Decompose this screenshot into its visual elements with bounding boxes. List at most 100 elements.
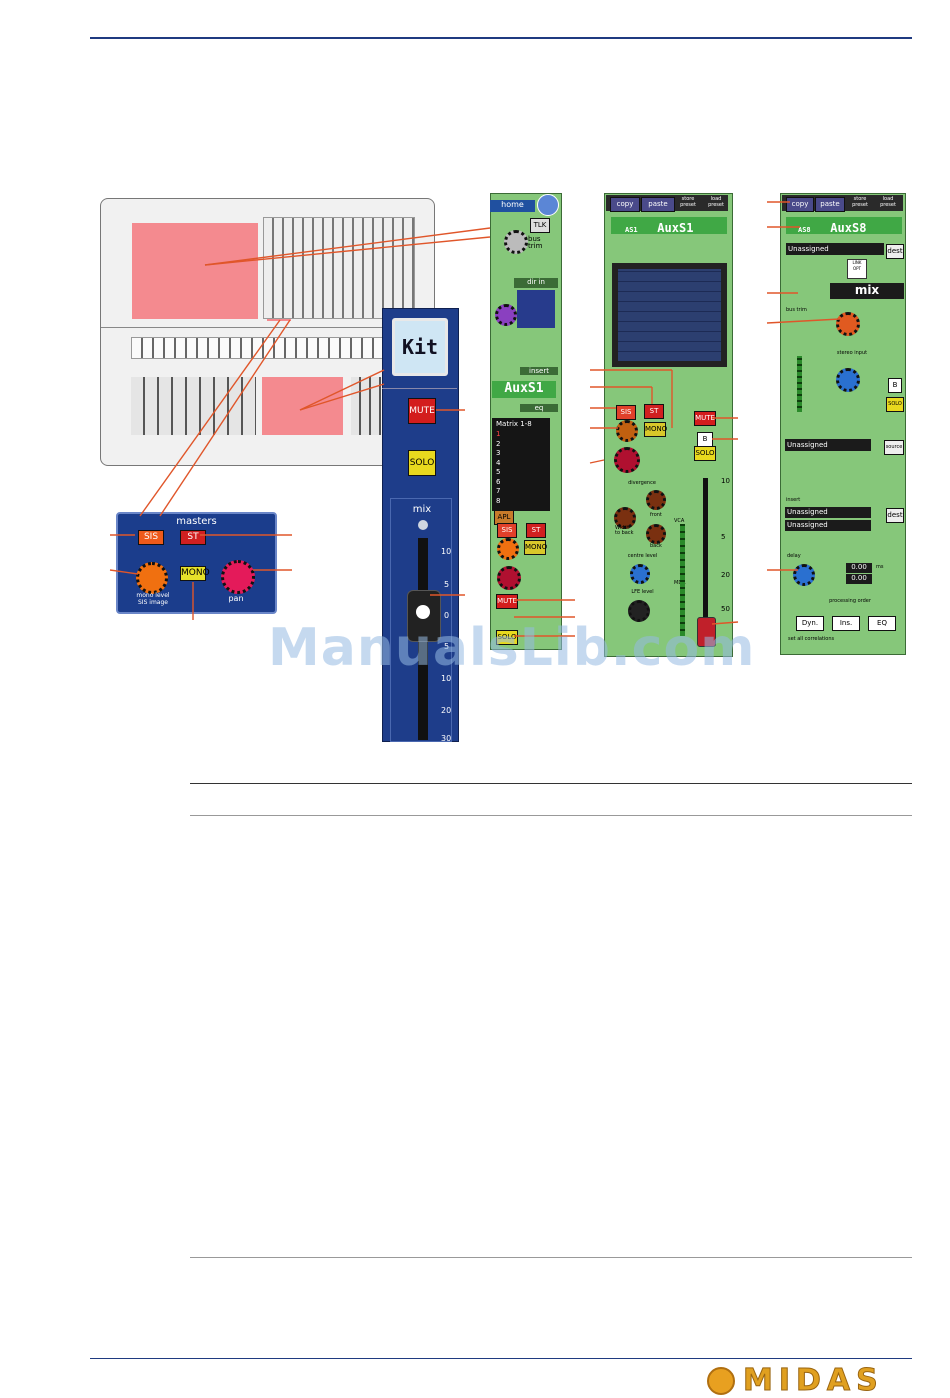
fader-grip-icon <box>416 605 430 619</box>
matrix-row[interactable]: 2 <box>496 439 501 448</box>
mdr-label: MDR <box>674 580 686 586</box>
scale-label: 20 <box>441 706 452 715</box>
copy-button[interactable]: copy <box>610 197 640 212</box>
solo-button[interactable]: SOLO <box>694 446 716 461</box>
matrix-row[interactable]: 8 <box>496 496 501 505</box>
insert-send-select[interactable]: Unassigned <box>785 507 871 518</box>
mono-button[interactable]: MONO <box>180 566 210 581</box>
matrix-row[interactable]: 6 <box>496 477 501 486</box>
panner-grid[interactable] <box>618 269 721 361</box>
assign-select[interactable]: Unassigned <box>786 243 884 255</box>
stereo-input-knob[interactable] <box>836 368 860 392</box>
order-ins[interactable]: Ins. <box>832 616 860 631</box>
meter <box>680 524 685 636</box>
dest-button[interactable]: dest <box>886 244 904 259</box>
load-preset-button[interactable]: load preset <box>880 196 896 208</box>
channel-name: AuxS1 <box>657 221 694 235</box>
insert-header: insert <box>520 367 558 375</box>
mute-button[interactable]: MUTE <box>408 398 436 424</box>
order-dyn[interactable]: Dyn. <box>796 616 824 631</box>
st-button[interactable]: ST <box>180 530 206 545</box>
mute-button[interactable]: MUTE <box>496 594 518 609</box>
pan-knob[interactable] <box>221 560 255 594</box>
matrix-header: Matrix 1-8 <box>496 420 532 428</box>
insert-return-select[interactable]: Unassigned <box>785 520 871 531</box>
surround-panner <box>612 263 727 367</box>
st-button[interactable]: ST <box>644 404 664 419</box>
dir-in-knob[interactable] <box>495 304 517 326</box>
load-preset-button[interactable]: load preset <box>708 196 724 208</box>
control-section <box>263 217 415 319</box>
sis-button[interactable]: SIS <box>497 523 517 538</box>
back-knob[interactable] <box>646 524 666 544</box>
solo-button[interactable]: SOLO <box>408 450 436 476</box>
source-button[interactable]: source <box>884 440 904 455</box>
link-opt-button[interactable]: LINK OPT <box>847 259 867 279</box>
delay-label: delay <box>787 553 801 559</box>
matrix-row[interactable]: 3 <box>496 449 501 457</box>
store-preset-button[interactable]: store preset <box>852 196 868 208</box>
fader-scale: 50 <box>721 605 730 613</box>
clock-icon[interactable] <box>537 194 559 216</box>
delay-value[interactable]: 0.00 <box>846 563 872 573</box>
mono-button[interactable]: MONO <box>644 422 667 437</box>
scale-label: 0 <box>444 611 450 620</box>
width-knob[interactable] <box>614 507 636 529</box>
footer-rule <box>90 1358 912 1359</box>
scale-label: 10 <box>441 547 452 556</box>
width-label: Width to back <box>615 525 634 536</box>
dir-in-graph <box>517 290 555 328</box>
matrix-row[interactable]: 1 <box>496 430 501 438</box>
centre-level-knob[interactable] <box>630 564 650 584</box>
sis-button[interactable]: SIS <box>138 530 164 545</box>
mono-level-knob[interactable] <box>136 562 168 594</box>
meter <box>797 356 802 412</box>
store-preset-button[interactable]: store preset <box>680 196 696 208</box>
delay-value[interactable]: 0.00 <box>846 574 872 584</box>
divergence-label: divergence <box>628 480 656 486</box>
channel-name-bar: AS8 AuxS8 <box>786 217 902 235</box>
mix-display: mix <box>830 283 904 299</box>
order-eq[interactable]: EQ <box>868 616 896 631</box>
mono-level-knob[interactable] <box>616 420 638 442</box>
matrix-row[interactable]: 5 <box>496 468 501 476</box>
lfe-level-knob[interactable] <box>628 600 650 622</box>
paste-button[interactable]: paste <box>641 197 675 212</box>
kit-display: Kit <box>392 318 448 376</box>
solo-button[interactable]: SOLO <box>496 630 518 645</box>
fader-track <box>703 478 708 644</box>
matrix-row[interactable]: 4 <box>496 458 501 467</box>
front-knob[interactable] <box>646 490 666 510</box>
pan-knob[interactable] <box>614 447 640 473</box>
b-button[interactable]: B <box>888 378 902 393</box>
matrix-row[interactable]: 7 <box>496 487 501 495</box>
delay-knob[interactable] <box>793 564 815 586</box>
mono-button[interactable]: MONO <box>524 540 547 555</box>
dest-button[interactable]: dest <box>886 508 904 523</box>
mono-level-knob[interactable] <box>497 538 519 560</box>
talk-button[interactable]: TLK <box>530 218 550 233</box>
home-tab[interactable]: home <box>490 200 535 212</box>
pan-label: pan <box>228 594 244 603</box>
section-rule <box>190 1257 912 1258</box>
mono-level-caption: mono level SIS image <box>136 592 170 606</box>
source-select[interactable]: Unassigned <box>785 439 871 451</box>
paste-button[interactable]: paste <box>815 197 845 212</box>
faders-left <box>131 377 256 435</box>
fader-cap[interactable] <box>407 590 441 642</box>
screen-area-left <box>132 223 258 319</box>
midas-logo: MIDAS <box>707 1363 912 1398</box>
eq-header: eq <box>520 404 558 412</box>
sis-button[interactable]: SIS <box>616 405 636 420</box>
st-button[interactable]: ST <box>526 523 546 538</box>
solo-button[interactable]: SOLO <box>886 397 904 412</box>
fader-cap[interactable] <box>697 617 716 647</box>
bus-trim-label: bus trim <box>528 235 543 250</box>
delay-unit: ms <box>876 564 884 570</box>
copy-button[interactable]: copy <box>786 197 814 212</box>
pan-knob[interactable] <box>497 566 521 590</box>
bus-trim-knob[interactable] <box>504 230 528 254</box>
bus-trim-knob[interactable] <box>836 312 860 336</box>
masters-panel: masters SIS ST MONO mono level SIS image… <box>116 512 277 614</box>
watermark: ManualsLib.com <box>268 618 756 678</box>
